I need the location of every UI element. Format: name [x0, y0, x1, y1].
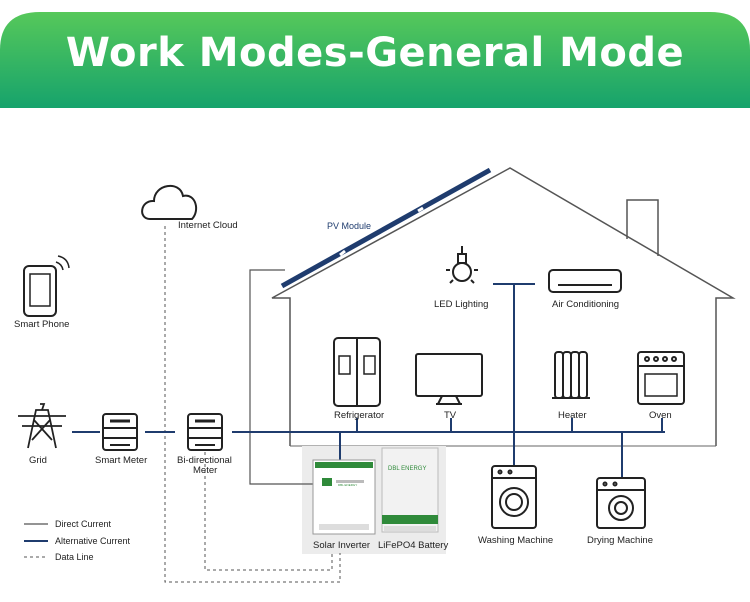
drying-machine-label: Drying Machine: [587, 535, 653, 546]
refrigerator-label: Refrigerator: [334, 410, 384, 421]
bidirectional-meter-label-2: Meter: [193, 465, 217, 476]
tv-icon: [415, 353, 483, 405]
legend-direct-current: Direct Current: [55, 519, 112, 529]
smart-phone-label: Smart Phone: [14, 319, 69, 330]
heater-icon: [552, 351, 590, 399]
house-outline: [271, 167, 736, 446]
title-banner: [0, 0, 750, 108]
smart-phone-icon: [23, 255, 70, 317]
cloud-icon: [141, 185, 198, 220]
refrigerator-icon: [333, 337, 381, 407]
drying-machine-icon: [596, 477, 646, 529]
oven-icon: [637, 351, 685, 405]
internet-cloud-label: Internet Cloud: [178, 220, 238, 231]
lifepo4-battery-label: LiFePO4 Battery: [378, 540, 448, 551]
legend-data-line: Data Line: [55, 552, 94, 562]
bidirectional-meter-icon: [187, 413, 223, 451]
grid-label: Grid: [29, 455, 47, 466]
solar-inverter-label: Solar Inverter: [313, 540, 370, 551]
heater-label: Heater: [558, 410, 587, 421]
banner-background: [0, 12, 750, 108]
bulb-icon: [446, 246, 478, 284]
page-title: Work Modes-General Mode: [65, 30, 685, 76]
grid-tower-icon: [18, 403, 66, 449]
air-conditioner-icon: [548, 269, 622, 293]
legend-alternative-current: Alternative Current: [55, 536, 131, 546]
bidirectional-meter-label-1: Bi-directional: [177, 455, 232, 466]
smart-meter-label: Smart Meter: [95, 455, 147, 466]
tv-label: TV: [444, 410, 457, 421]
dc-line-pv: [249, 269, 314, 485]
battery-brand: DBL ENERGY: [388, 466, 426, 472]
legend: [24, 523, 48, 558]
oven-label: Oven: [649, 410, 672, 421]
pv-module-icon: [280, 167, 492, 289]
pv-module-label: PV Module: [327, 221, 371, 231]
ac-lines: [72, 283, 665, 478]
washing-machine-label: Washing Machine: [478, 535, 553, 546]
washing-machine-icon: [491, 465, 537, 529]
smart-meter-icon: [102, 413, 138, 451]
data-lines: [164, 226, 341, 583]
air-conditioning-label: Air Conditioning: [552, 299, 619, 310]
lifepo4-battery-icon: [381, 447, 439, 533]
solar-inverter-icon: [312, 459, 376, 535]
inverter-brand: DBL ENERGY: [338, 483, 357, 487]
led-lighting-label: LED Lighting: [434, 299, 488, 310]
